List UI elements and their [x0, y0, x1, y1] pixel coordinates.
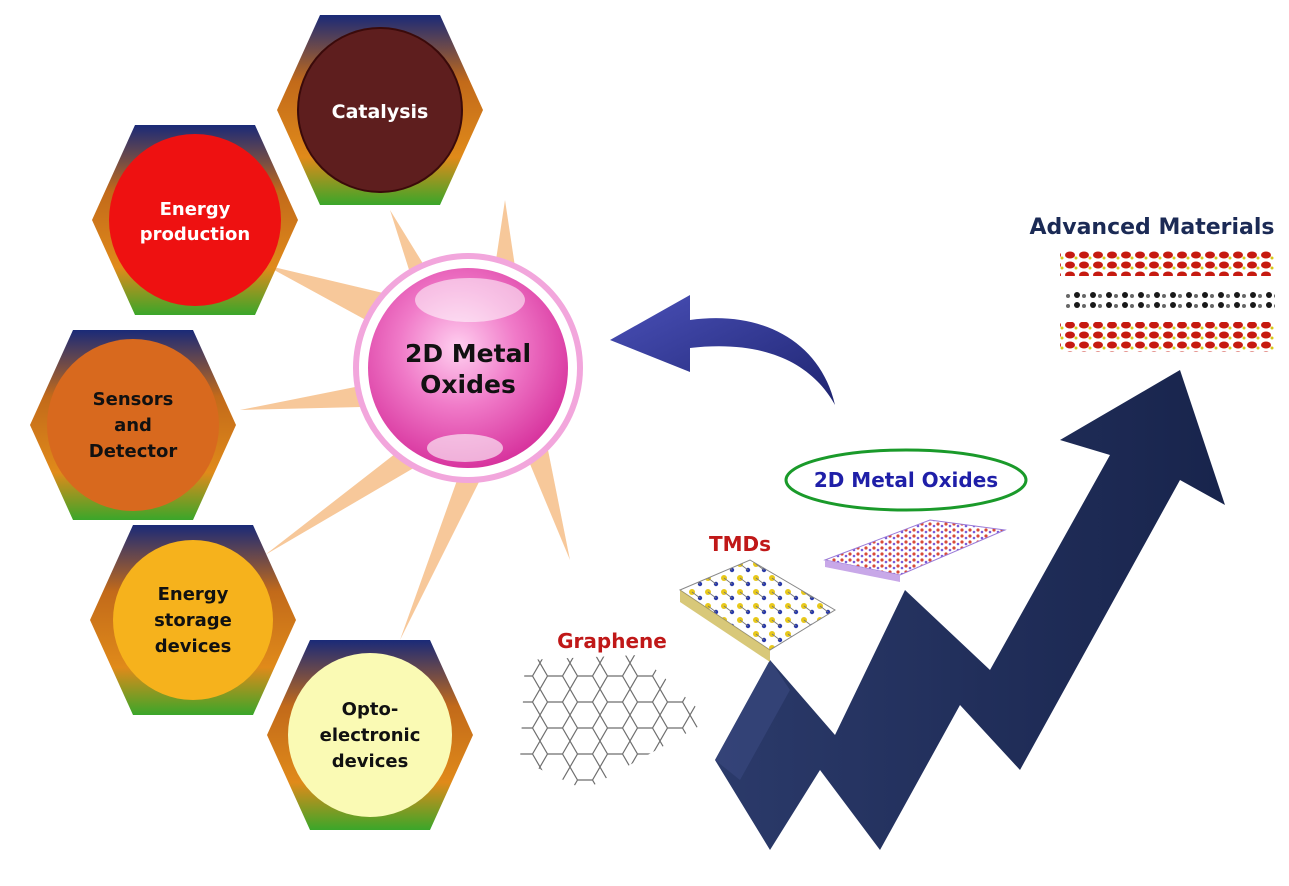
hex-energy-storage-label-1: Energy	[158, 584, 229, 605]
advanced-layer-middle	[1065, 292, 1275, 308]
advanced-materials-label: Advanced Materials	[1029, 215, 1274, 240]
graphene-label: Graphene	[557, 629, 667, 653]
hex-energy-production-label-1: Energy	[160, 199, 231, 220]
oxides-label-group: 2D Metal Oxides	[784, 448, 1028, 512]
oxides-label: 2D Metal Oxides	[814, 468, 998, 492]
hex-energy-storage: Energy storage devices	[90, 525, 296, 715]
advanced-materials-structure	[1060, 250, 1275, 352]
hex-optoelectronic-label-3: devices	[332, 751, 409, 772]
hub-label-2: Oxides	[420, 370, 516, 399]
growth-arrow	[715, 370, 1225, 850]
hex-sensors-label-2: and	[114, 415, 152, 436]
hub-2d-metal-oxides: 2D Metal Oxides	[353, 253, 583, 483]
hex-sensors: Sensors and Detector	[30, 330, 236, 520]
curved-arrow	[610, 295, 835, 405]
hex-sensors-label-1: Sensors	[93, 389, 174, 410]
hex-sensors-label-3: Detector	[89, 441, 178, 462]
hex-optoelectronic-label-1: Opto-	[342, 699, 399, 720]
hex-catalysis-label: Catalysis	[332, 101, 429, 123]
hex-energy-production-label-2: production	[140, 224, 250, 245]
hex-energy-production: Energy production	[92, 125, 298, 315]
tmds-structure	[678, 559, 836, 662]
hex-optoelectronic: Opto- electronic devices	[267, 640, 473, 830]
ray-right-low	[520, 435, 570, 560]
hex-optoelectronic-label-2: electronic	[320, 725, 421, 746]
hex-energy-storage-label-2: storage	[154, 610, 232, 631]
graphene-sheet	[520, 655, 710, 790]
advanced-layer-bottom	[1060, 322, 1275, 352]
hex-catalysis: Catalysis	[277, 15, 483, 205]
oxide-sheet	[823, 519, 1007, 582]
hub-label-1: 2D Metal	[405, 339, 531, 368]
advanced-layer-top	[1060, 250, 1275, 276]
hex-energy-storage-label-3: devices	[155, 636, 232, 657]
oxides-ring	[784, 448, 1028, 512]
tmds-label: TMDs	[709, 532, 771, 556]
